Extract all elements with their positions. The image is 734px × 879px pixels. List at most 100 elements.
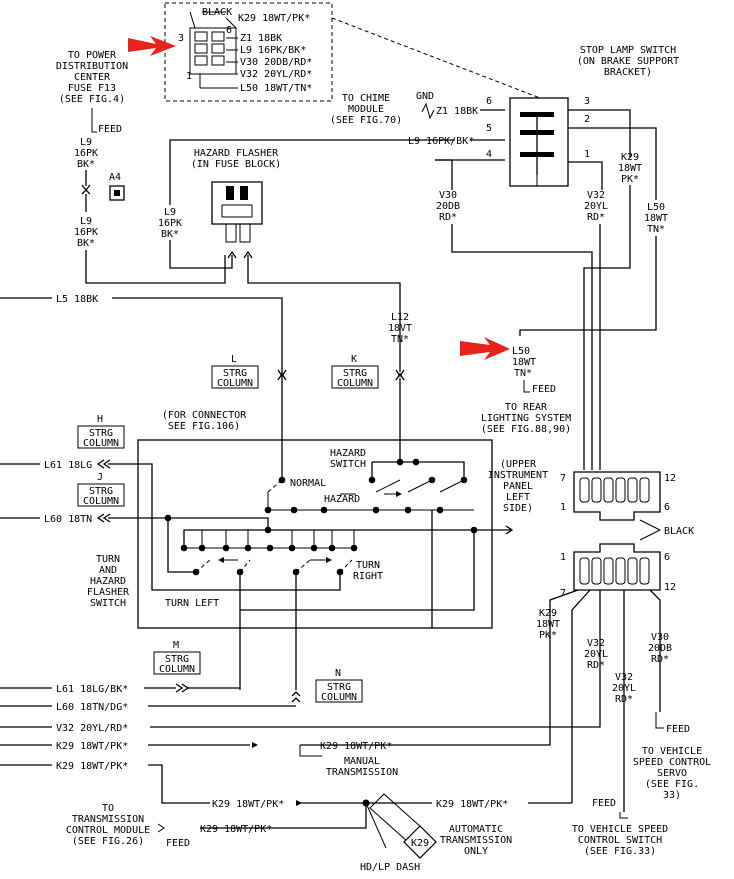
hazard-flasher-label: HAZARD FLASHER (IN FUSE BLOCK) <box>191 148 281 170</box>
svg-text:LEFT: LEFT <box>506 492 530 503</box>
svg-text:COLUMN: COLUMN <box>321 692 357 703</box>
gnd-label: GND <box>416 91 434 102</box>
svg-text:LIGHTING SYSTEM: LIGHTING SYSTEM <box>481 413 571 424</box>
conn-a-pin-1: 1 <box>560 502 566 513</box>
strg-column-l: L STRG COLUMN <box>211 354 259 389</box>
hazard-flasher-icon <box>211 181 263 243</box>
svg-text:(SEE FIG.: (SEE FIG. <box>645 779 699 790</box>
svg-text:SWITCH: SWITCH <box>90 598 126 609</box>
svg-text:TO VEHICLE SPEED: TO VEHICLE SPEED <box>572 824 668 835</box>
svg-text:18WT: 18WT <box>512 357 536 368</box>
svg-text:BK*: BK* <box>161 229 179 240</box>
conn-b-pin-12: 12 <box>664 582 676 593</box>
svg-text:PANEL: PANEL <box>503 481 533 492</box>
svg-text:COLUMN: COLUMN <box>337 378 373 389</box>
svg-text:TN*: TN* <box>514 368 532 379</box>
v32-top-label: V32 20YL RD* <box>584 190 608 223</box>
svg-text:STOP LAMP SWITCH: STOP LAMP SWITCH <box>580 45 676 56</box>
k29-lower-label: K29 18WT PK* <box>536 608 560 641</box>
svg-text:TURN: TURN <box>96 554 120 565</box>
normal-label: NORMAL <box>290 478 326 489</box>
svg-text:20YL: 20YL <box>584 649 608 660</box>
conn-a-pin-12: 12 <box>664 473 676 484</box>
svg-text:TN*: TN* <box>647 224 665 235</box>
svg-text:DISTRIBUTION: DISTRIBUTION <box>56 61 128 72</box>
conn-b-pin-7: 7 <box>560 588 566 599</box>
svg-text:BK*: BK* <box>77 238 95 249</box>
automatic-transmission-label: AUTOMATIC TRANSMISSION ONLY <box>440 824 512 857</box>
switch-pin-4: 4 <box>486 149 492 160</box>
svg-text:STRG: STRG <box>89 486 113 497</box>
red-arrow-l50-icon <box>460 337 510 360</box>
turn-hazard-switch-box <box>137 439 493 629</box>
chime-module-label: TO CHIME MODULE (SEE FIG.70) <box>330 93 402 126</box>
l9-mid-label: L9 16PK BK* <box>158 207 182 240</box>
svg-text:M: M <box>173 640 179 651</box>
conn-b-pin-1: 1 <box>560 552 566 563</box>
svg-text:FLASHER: FLASHER <box>87 587 130 598</box>
svg-text:TRANSMISSION: TRANSMISSION <box>326 767 398 778</box>
l9-left-label-a: L9 16PK BK* <box>74 137 98 170</box>
turn-right-label: TURN RIGHT <box>353 560 383 582</box>
svg-text:TO VEHICLE: TO VEHICLE <box>642 746 702 757</box>
turn-hazard-flasher-switch-label: TURN AND HAZARD FLASHER SWITCH <box>87 554 130 609</box>
conn-a-pin-6: 6 <box>664 502 670 513</box>
svg-text:RD*: RD* <box>587 660 605 671</box>
svg-text:BK*: BK* <box>77 159 95 170</box>
v32-lower-label-b: V32 20YL RD* <box>612 672 636 705</box>
svg-text:AUTOMATIC: AUTOMATIC <box>449 824 503 835</box>
l9-wire-label: L9 16PK/BK* <box>408 136 474 147</box>
svg-text:TURN: TURN <box>356 560 380 571</box>
top-pin-1-num: 1 <box>186 71 192 82</box>
svg-text:INSTRUMENT: INSTRUMENT <box>488 470 548 481</box>
svg-text:PK*: PK* <box>539 630 557 641</box>
k29-bottom-label-1-mid: K29 18WT/PK* <box>320 741 392 752</box>
switch-pin-5: 5 <box>486 123 492 134</box>
a4-connector-icon <box>109 185 125 201</box>
top-pin-v32: V32 20YL/RD* <box>240 69 312 80</box>
strg-column-n: N STRG COLUMN <box>315 668 363 703</box>
svg-text:RD*: RD* <box>587 212 605 223</box>
svg-text:SIDE): SIDE) <box>503 503 533 514</box>
red-arrow-top-icon <box>128 36 176 56</box>
top-pin-6-num: 6 <box>226 25 232 36</box>
svg-text:(FOR CONNECTOR: (FOR CONNECTOR <box>162 410 247 421</box>
l60-bottom-label: L60 18TN/DG* <box>56 702 128 713</box>
k29-bottom-label-3: K29 18WT/PK* <box>200 824 272 835</box>
svg-text:CONTROL SWITCH: CONTROL SWITCH <box>578 835 662 846</box>
top-pin-k29: K29 18WT/PK* <box>238 13 310 24</box>
svg-text:ONLY: ONLY <box>464 846 488 857</box>
svg-text:SPEED CONTROL: SPEED CONTROL <box>633 757 711 768</box>
l50-mid-label: L50 18WT TN* <box>512 346 536 379</box>
black-label: BLACK <box>664 526 694 537</box>
svg-text:H: H <box>97 414 103 425</box>
svg-text:(SEE FIG.26): (SEE FIG.26) <box>72 836 144 847</box>
l61-bottom-label: L61 18LG/BK* <box>56 684 128 695</box>
k29-bottom-label-2: K29 18WT/PK* <box>56 761 128 772</box>
strg-column-h: H STRG COLUMN <box>77 414 125 449</box>
svg-text:PK*: PK* <box>621 174 639 185</box>
svg-text:V30: V30 <box>651 632 669 643</box>
svg-text:16PK: 16PK <box>74 148 98 159</box>
top-pin-z1: Z1 18BK <box>240 33 282 44</box>
top-connector-detail: BLACK K29 18WT/PK* 6 Z1 18BK 3 L9 16PK/B… <box>164 2 541 102</box>
svg-text:V32: V32 <box>615 672 633 683</box>
svg-text:COLUMN: COLUMN <box>83 496 119 507</box>
k29-right-label: K29 18WT PK* <box>618 152 642 185</box>
k29-bottom-label-2-right: K29 18WT/PK* <box>436 799 508 810</box>
svg-text:16PK: 16PK <box>158 218 182 229</box>
l12-wire-label: L12 18VT TN* <box>388 312 412 345</box>
svg-text:FUSE F13: FUSE F13 <box>68 83 116 94</box>
svg-text:COLUMN: COLUMN <box>159 664 195 675</box>
svg-text:STRG: STRG <box>165 654 189 665</box>
manual-transmission-label: MANUAL TRANSMISSION <box>326 756 398 778</box>
l50-feed: FEED <box>532 384 556 395</box>
svg-text:20DB: 20DB <box>648 643 672 654</box>
switch-pin-3: 3 <box>584 96 590 107</box>
svg-text:(IN FUSE BLOCK): (IN FUSE BLOCK) <box>191 159 281 170</box>
svg-text:33): 33) <box>663 790 681 801</box>
svg-text:V32: V32 <box>587 190 605 201</box>
v32-lower-label-a: V32 20YL RD* <box>584 638 608 671</box>
svg-text:20YL: 20YL <box>584 201 608 212</box>
